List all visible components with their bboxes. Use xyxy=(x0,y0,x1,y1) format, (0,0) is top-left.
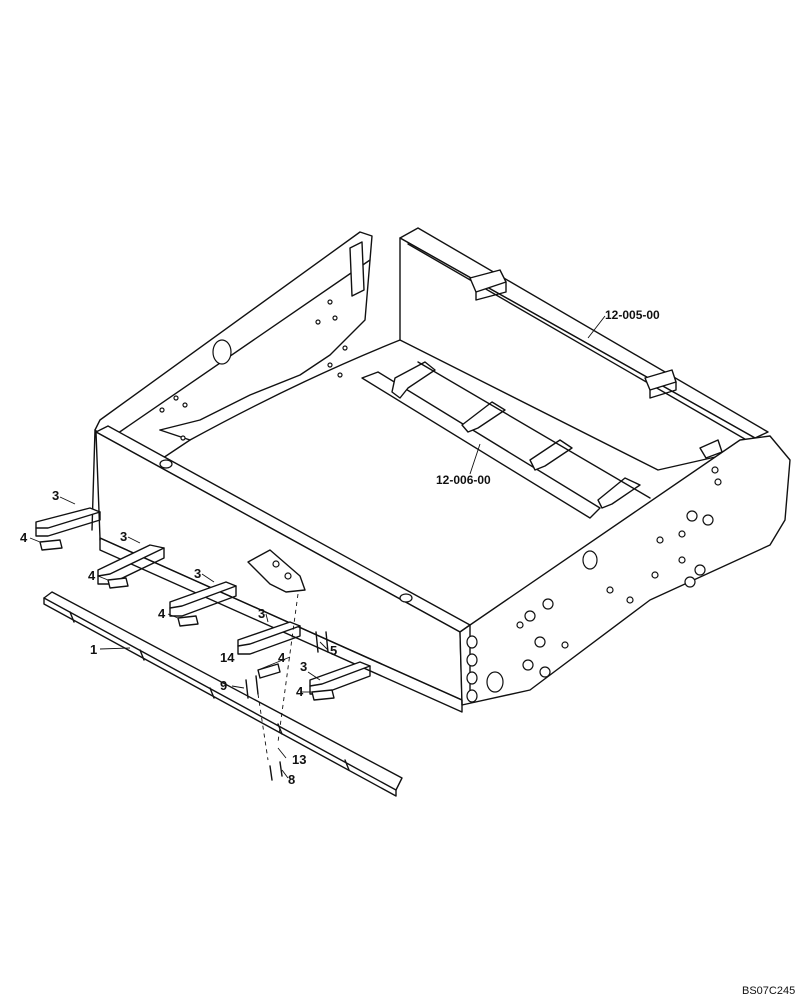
callout-5: 5 xyxy=(330,643,337,658)
callout-14: 14 xyxy=(220,650,235,665)
callout-3-e: 3 xyxy=(300,659,307,674)
callout-8: 8 xyxy=(288,772,295,787)
callout-13: 13 xyxy=(292,752,306,767)
callout-3-b: 3 xyxy=(120,529,127,544)
wear-pads xyxy=(35,507,371,695)
reference-labels: 12-005-00 12-006-00 xyxy=(436,308,660,487)
center-bracket xyxy=(247,549,306,593)
callout-3-c: 3 xyxy=(194,566,201,581)
callout-4-c: 4 xyxy=(158,606,166,621)
leader-lines xyxy=(29,315,606,779)
callout-3-d: 3 xyxy=(258,606,265,621)
ref-label-inner-assembly: 12-006-00 xyxy=(436,473,491,487)
callout-9: 9 xyxy=(220,678,227,693)
drawing-code: BS07C245 xyxy=(742,985,795,997)
bottom-bar xyxy=(43,591,403,797)
callout-3-a: 3 xyxy=(52,488,59,503)
callout-4-d: 4 xyxy=(278,650,286,665)
ref-label-top-assembly: 12-005-00 xyxy=(605,308,660,322)
callout-4-a: 4 xyxy=(20,530,28,545)
callouts: 1 3 3 3 3 3 4 4 4 4 4 5 8 9 13 14 xyxy=(20,488,337,787)
main-frame xyxy=(91,227,791,713)
inner-rail-assembly xyxy=(361,361,651,519)
fasteners xyxy=(245,593,329,781)
shims xyxy=(39,539,335,701)
top-clamps xyxy=(469,269,723,459)
callout-4-b: 4 xyxy=(88,568,96,583)
callout-1: 1 xyxy=(90,642,97,657)
callout-4-e: 4 xyxy=(296,684,304,699)
